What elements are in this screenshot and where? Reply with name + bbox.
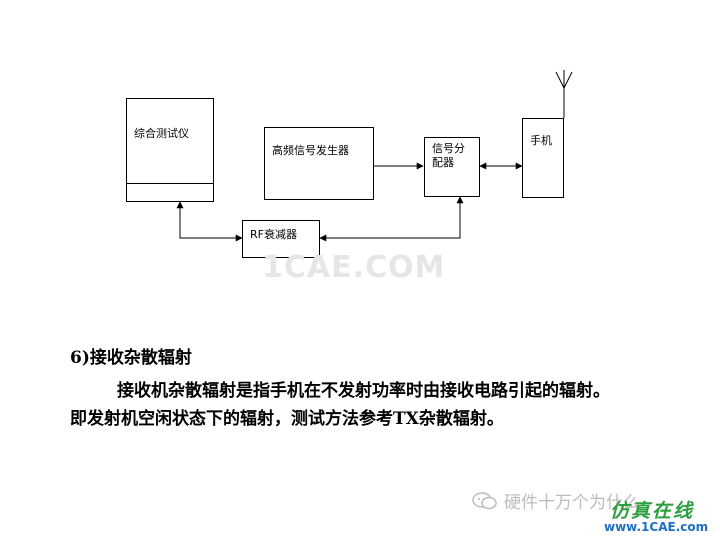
wechat-watermark: 硬件十万个为什么	[472, 488, 640, 513]
connector-attenuator-splitter	[319, 196, 464, 242]
watermark-1cae: 1CAE.COM	[262, 250, 446, 285]
antenna-icon	[555, 70, 573, 118]
phone-box	[522, 118, 564, 198]
signal-generator-box	[264, 127, 374, 200]
attenuator-box	[242, 220, 320, 258]
section-heading: 6)接收杂散辐射	[70, 348, 192, 368]
wechat-icon	[472, 491, 497, 509]
splitter-box	[424, 137, 480, 197]
phone-label: 手机	[530, 134, 552, 147]
brand-name: 仿真在线	[610, 500, 695, 522]
attenuator-label: RF衰减器	[250, 228, 297, 241]
body-text-line-2: 即发射机空闲状态下的辐射，测试方法参考TX杂散辐射。	[70, 409, 504, 429]
brand-url: www.1CAE.com	[604, 520, 709, 534]
tester-divider	[127, 183, 213, 184]
body-text-line-1: 接收机杂散辐射是指手机在不发射功率时由接收电路引起的辐射。	[117, 381, 610, 401]
tester-box	[126, 98, 214, 202]
tester-label: 综合测试仪	[134, 127, 189, 140]
wechat-account-name: 硬件十万个为什么	[504, 493, 640, 513]
splitter-label: 信号分 配器	[432, 142, 465, 169]
connector-tester-attenuator	[176, 201, 243, 242]
signal-generator-label: 高频信号发生器	[272, 144, 349, 157]
